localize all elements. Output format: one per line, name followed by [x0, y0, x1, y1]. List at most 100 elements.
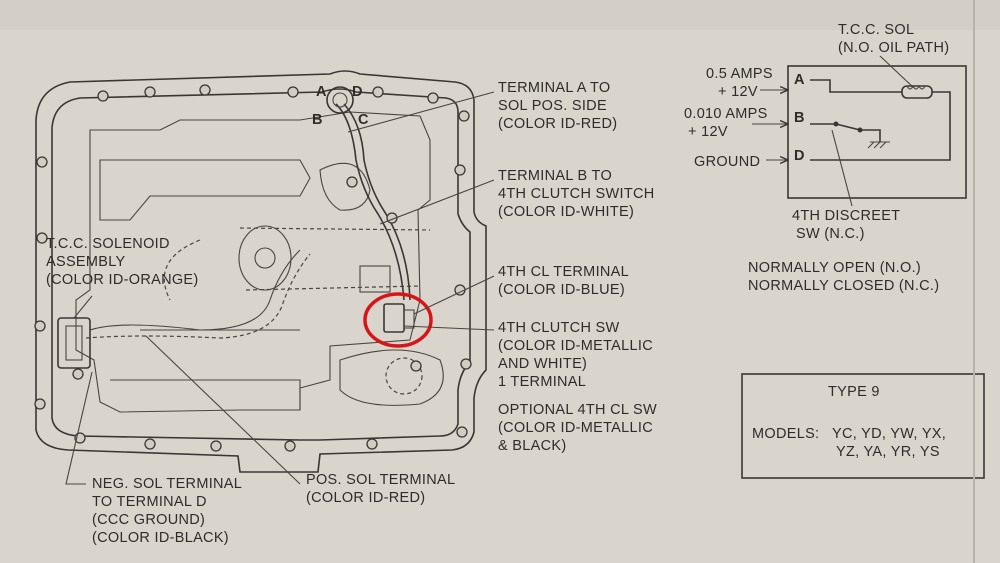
- bolt: [36, 156, 48, 168]
- wire-sol-return: [810, 91, 951, 161]
- fourth-clutch-sw-line2: (COLOR ID-METALLIC: [498, 338, 653, 354]
- neg-sol-line3: (CCC GROUND): [92, 512, 205, 528]
- terminal-b-line3: (COLOR ID-WHITE): [498, 204, 634, 220]
- label-neg-sol: NEG. SOL TERMINAL TO TERMINAL D (CCC GRO…: [92, 476, 242, 546]
- label-terminal-b: TERMINAL B TO 4TH CLUTCH SWITCH (COLOR I…: [498, 168, 655, 220]
- tcc-sol-subtitle: (N.O. OIL PATH): [838, 40, 949, 56]
- bolt: [460, 358, 472, 370]
- bolt: [210, 440, 222, 452]
- pin-b: B: [794, 110, 805, 126]
- bolt: [456, 426, 468, 438]
- a-supply-volts: + 12V: [718, 84, 758, 100]
- bolt: [72, 368, 84, 380]
- type-box-frame: [741, 373, 985, 479]
- tcc-solenoid-line3: (COLOR ID-ORANGE): [46, 272, 199, 288]
- fourth-cl-terminal-body: [403, 309, 415, 329]
- wire-a: [810, 79, 902, 93]
- leader-lines: [65, 91, 495, 485]
- bolt: [97, 90, 109, 102]
- pin-d: D: [794, 148, 805, 164]
- pos-sol-line1: POS. SOL TERMINAL: [306, 472, 455, 488]
- switch-label-line1: 4TH DISCREET: [792, 208, 900, 224]
- leader-pos-sol: [145, 335, 301, 485]
- tcc-sol-leader: [879, 55, 915, 89]
- tcc-schematic: T.C.C. SOL (N.O. OIL PATH) A B D 0.5 AMP…: [684, 22, 967, 242]
- bolt: [454, 164, 466, 176]
- boss-upper: [319, 162, 371, 211]
- transmission-pan: A B C D: [34, 70, 487, 473]
- type-box: TYPE 9 MODELS: YC, YD, YW, YX, YZ, YA, Y…: [741, 373, 985, 479]
- terminal-a-line1: TERMINAL A TO: [498, 80, 610, 96]
- switch-blade: [835, 123, 861, 131]
- leader-4th-cl-terminal: [413, 275, 495, 315]
- leader-4th-clutch-sw: [403, 325, 495, 331]
- lower-rails: [110, 329, 301, 410]
- label-4th-clutch-sw: 4TH CLUTCH SW (COLOR ID-METALLIC AND WHI…: [498, 320, 653, 390]
- pan-bolts: [34, 84, 472, 452]
- type-title: TYPE 9: [828, 384, 880, 400]
- switch-leader: [831, 129, 853, 207]
- tcc-sol-title: T.C.C. SOL: [838, 22, 914, 38]
- switch-label-line2: SW (N.C.): [796, 226, 865, 242]
- terminal-b-line2: 4TH CLUTCH SWITCH: [498, 186, 655, 202]
- fourth-clutch-sw-line1: 4TH CLUTCH SW: [498, 320, 620, 336]
- connector-letter-b: B: [312, 112, 323, 128]
- b-supply-amps: 0.010 AMPS: [684, 106, 768, 122]
- fourth-clutch-sw-line4: 1 TERMINAL: [498, 374, 586, 390]
- page-top-shadow: [0, 0, 1000, 30]
- sump-filter: [385, 357, 423, 395]
- bolt: [287, 86, 299, 98]
- models-line1: YC, YD, YW, YX,: [832, 426, 946, 442]
- tcc-harness: [89, 249, 301, 331]
- optional-sw-line1: OPTIONAL 4TH CL SW: [498, 402, 657, 418]
- harness-connector-inner: [332, 92, 348, 108]
- bolt: [284, 440, 296, 452]
- wire-to-ground: [860, 129, 881, 142]
- neg-sol-line1: NEG. SOL TERMINAL: [92, 476, 242, 492]
- bolt: [410, 360, 422, 372]
- tcc-solenoid-line2: ASSEMBLY: [46, 254, 126, 270]
- bolt: [366, 438, 378, 450]
- bolt: [372, 86, 384, 98]
- pan-inner-outline: [51, 88, 471, 441]
- channel-upper: [99, 159, 311, 221]
- legend-normally-closed: NORMALLY CLOSED (N.C.): [748, 278, 939, 294]
- connector-letter-a: A: [316, 84, 327, 100]
- tcc-harness-dashed: [85, 253, 311, 339]
- schematic-box: [787, 65, 967, 199]
- bolt: [144, 438, 156, 450]
- solenoid-winding: [906, 84, 926, 90]
- neg-sol-line2: TO TERMINAL D: [92, 494, 207, 510]
- ground-label: GROUND: [694, 154, 760, 170]
- bolt: [144, 86, 156, 98]
- tcc-solenoid-core: [65, 325, 83, 361]
- optional-sw-line3: & BLACK): [498, 438, 566, 454]
- terminal-a-line3: (COLOR ID-RED): [498, 116, 617, 132]
- bolt: [199, 84, 211, 96]
- valve-body-plate: [75, 111, 431, 413]
- optional-sw-line2: (COLOR ID-METALLIC: [498, 420, 653, 436]
- leader-terminal-b: [379, 179, 495, 225]
- fourth-cl-terminal-line2: (COLOR ID-BLUE): [498, 282, 625, 298]
- accumulator-boss: [238, 225, 292, 291]
- tcc-solenoid-line1: T.C.C. SOLENOID: [46, 236, 170, 252]
- leader-tcc-solenoid: [73, 295, 93, 319]
- legend-normally-open: NORMALLY OPEN (N.O.): [748, 260, 921, 276]
- no-nc-legend: NORMALLY OPEN (N.O.) NORMALLY CLOSED (N.…: [748, 260, 939, 294]
- highlight-circle: [363, 292, 433, 348]
- harness-wire-1: [335, 103, 405, 301]
- label-terminal-a: TERMINAL A TO SOL POS. SIDE (COLOR ID-RE…: [498, 80, 617, 132]
- bolt: [36, 232, 48, 244]
- bolt: [458, 110, 470, 122]
- chassis-ground-icon: [867, 141, 890, 149]
- bolt: [427, 92, 439, 104]
- terminal-a-line2: SOL POS. SIDE: [498, 98, 607, 114]
- accumulator-center: [254, 247, 276, 269]
- hidden-lines: [163, 227, 431, 301]
- pos-sol-line2: (COLOR ID-RED): [306, 490, 425, 506]
- label-pos-sol: POS. SOL TERMINAL (COLOR ID-RED): [306, 472, 455, 506]
- harness-connector: [326, 86, 354, 114]
- label-optional-sw: OPTIONAL 4TH CL SW (COLOR ID-METALLIC & …: [498, 402, 657, 454]
- pan-outer-outline: [35, 70, 487, 473]
